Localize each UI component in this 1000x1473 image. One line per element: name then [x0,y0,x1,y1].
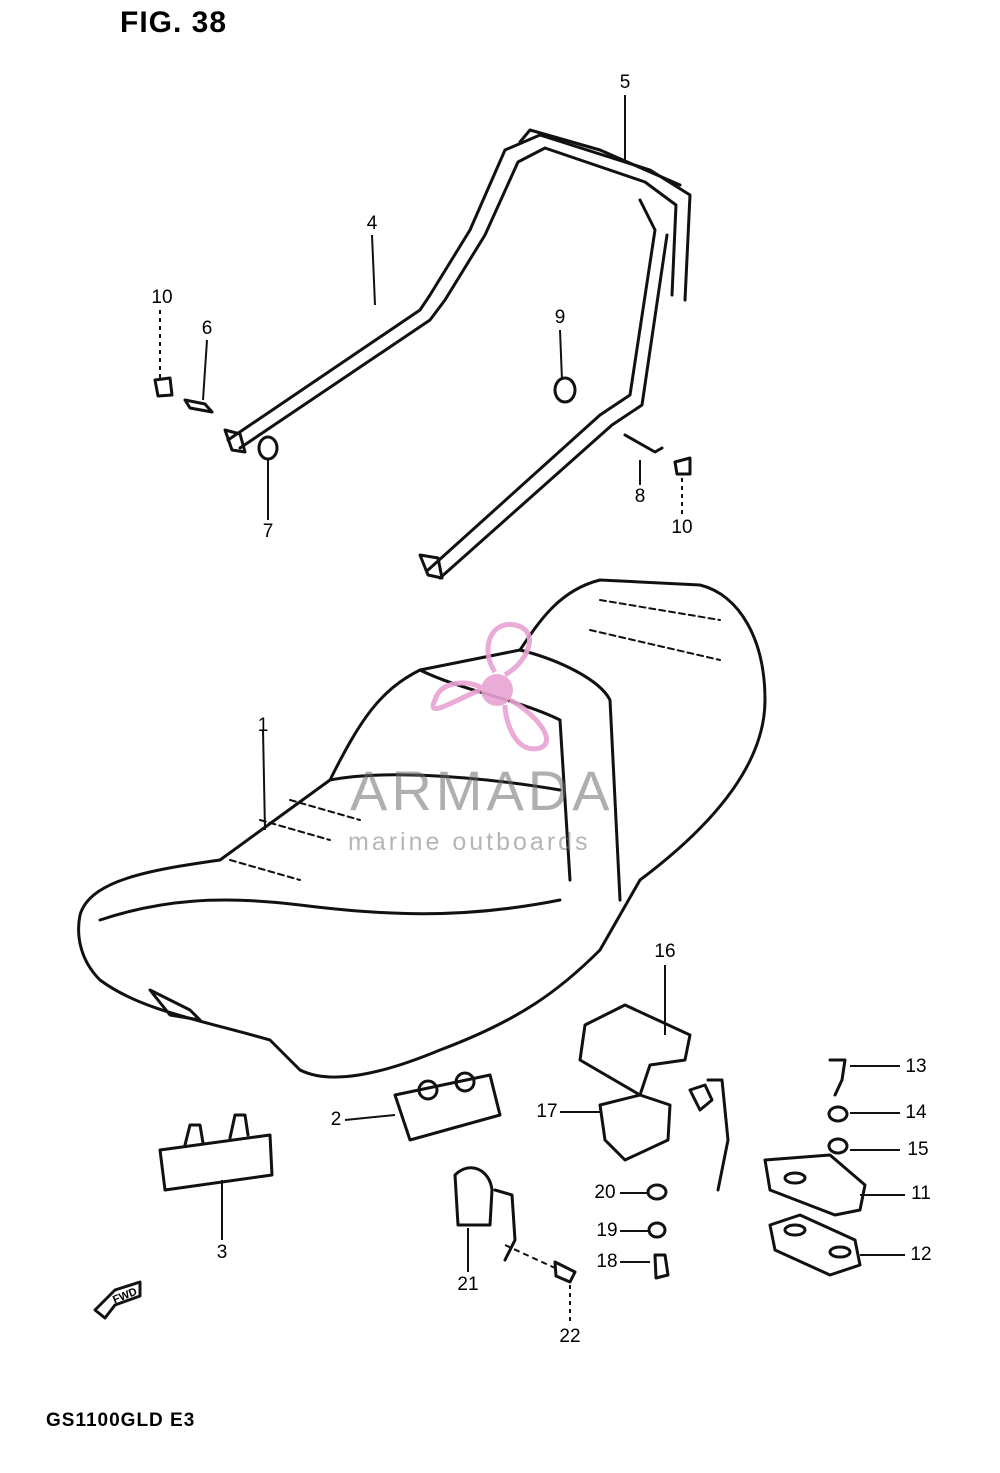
callout-15: 15 [907,1139,929,1160]
callout-2: 2 [330,1109,342,1130]
watermark-logo-icon [430,622,549,752]
lock-plate-12 [768,1213,862,1277]
hardware-parts [153,376,849,1284]
callout-12: 12 [910,1244,932,1265]
seat-lock-assembly [578,1003,730,1192]
helmet-lock [453,1166,517,1262]
grab-rail [223,128,692,580]
callout-14: 14 [905,1102,927,1123]
callout-7: 7 [262,521,274,542]
callout-16: 16 [654,941,676,962]
callout-9: 9 [554,307,566,328]
seat-rubber-cushion-2 [393,1071,502,1142]
figure-title: FIG. 38 [120,6,228,39]
seat [77,578,767,1079]
callout-5: 5 [619,72,631,93]
callout-8: 8 [634,486,646,507]
callout-6: 6 [201,318,213,339]
callout-13: 13 [905,1056,927,1077]
callout-19: 19 [596,1220,618,1241]
forward-arrow-icon [93,1280,142,1320]
callout-4: 4 [366,213,378,234]
callout-22: 22 [559,1326,581,1347]
callout-1: 1 [257,715,269,736]
callout-20: 20 [594,1182,616,1203]
callout-11: 11 [911,1183,931,1204]
callout-18: 18 [596,1251,618,1272]
callout-17: 17 [536,1101,558,1122]
watermark-brand: ARMADA [350,759,614,822]
callout-10-left: 10 [151,287,173,308]
lock-plate-11 [763,1153,867,1217]
callout-21: 21 [457,1274,479,1295]
callout-10-right: 10 [671,517,693,538]
seat-rubber-cushion-3 [158,1113,274,1192]
model-code: GS1100GLD E3 [46,1410,196,1431]
leader-lines [159,95,905,1322]
callout-3: 3 [216,1242,228,1263]
watermark-subtitle: marine outboards [348,828,591,856]
